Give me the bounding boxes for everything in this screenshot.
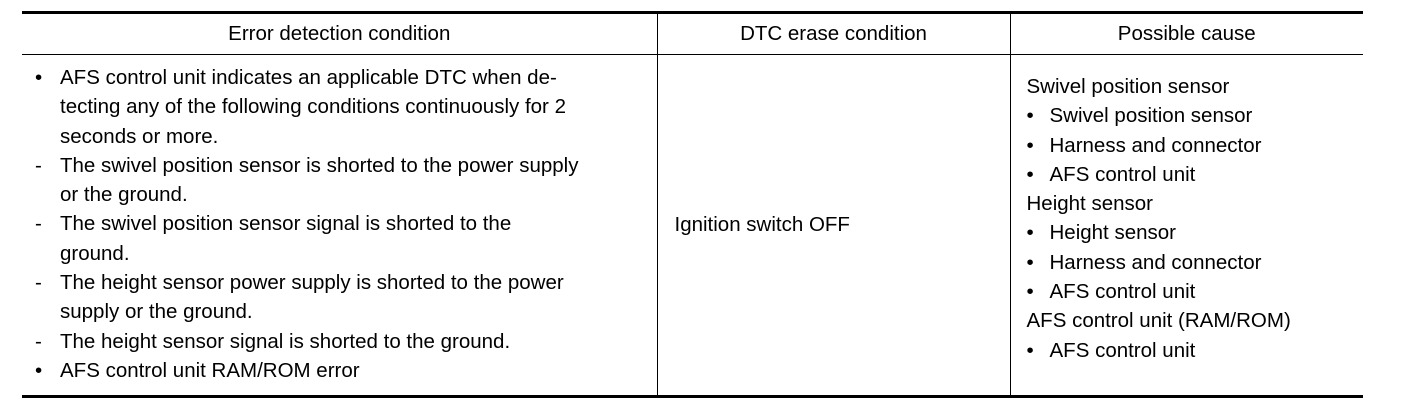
dash-marker: - bbox=[35, 329, 42, 353]
possible-cause-cell: Swivel position sensor • Swivel position … bbox=[1009, 54, 1363, 397]
dash-marker: - bbox=[35, 153, 42, 177]
bullet-marker: • bbox=[1026, 221, 1034, 245]
bullet-marker: • bbox=[1026, 280, 1034, 304]
bullet-marker: • bbox=[1026, 133, 1034, 157]
dash-marker: - bbox=[35, 271, 42, 295]
cause-item-text: Harness and connector bbox=[1049, 133, 1262, 157]
cause-item-text: Swivel position sensor bbox=[1049, 104, 1253, 128]
detection-item-text: The height sensor signal is shorted to t… bbox=[60, 329, 511, 353]
body-row: • AFS control unit indicates an applicab… bbox=[22, 54, 1363, 397]
detection-item-text: The swivel position sensor is shorted to… bbox=[60, 153, 579, 207]
cause-item: • Swivel position sensor bbox=[1027, 101, 1356, 130]
cause-item: • AFS control unit bbox=[1027, 160, 1356, 189]
header-possible-cause: Possible cause bbox=[1009, 12, 1363, 55]
detection-item-text: The swivel position sensor signal is sho… bbox=[60, 212, 512, 265]
dtc-table: Error detection condition DTC erase cond… bbox=[22, 11, 1363, 399]
bullet-marker: • bbox=[1026, 104, 1034, 128]
detection-item-text: The height sensor power supply is shorte… bbox=[60, 271, 564, 324]
bullet-marker: • bbox=[1026, 338, 1034, 362]
detection-item: - The swivel position sensor signal is s… bbox=[35, 209, 649, 268]
header-row: Error detection condition DTC erase cond… bbox=[22, 12, 1363, 55]
detection-item: - The swivel position sensor is shorted … bbox=[35, 151, 649, 210]
cause-item: • AFS control unit bbox=[1027, 277, 1356, 306]
cause-item: • Harness and connector bbox=[1027, 248, 1356, 277]
bullet-marker: • bbox=[1026, 250, 1034, 274]
dtc-erase-condition-cell: Ignition switch OFF bbox=[656, 54, 1010, 397]
cause-item: • AFS control unit bbox=[1027, 336, 1356, 365]
cause-item-text: AFS control unit bbox=[1049, 280, 1196, 304]
cause-item-text: AFS control unit bbox=[1049, 162, 1196, 186]
cause-item-text: Harness and connector bbox=[1049, 250, 1262, 274]
cause-group-title: Height sensor bbox=[1026, 192, 1153, 216]
cause-group-title: AFS control unit (RAM/ROM) bbox=[1026, 309, 1291, 333]
detection-condition-cell: • AFS control unit indicates an applicab… bbox=[22, 55, 657, 397]
bullet-marker: • bbox=[35, 358, 43, 382]
cause-item: • Harness and connector bbox=[1027, 131, 1356, 160]
detection-item-text: AFS control unit indicates an applicable… bbox=[60, 66, 566, 148]
bullet-marker: • bbox=[1026, 162, 1034, 186]
detection-item-text: AFS control unit RAM/ROM error bbox=[60, 358, 360, 382]
cause-group-title: Swivel position sensor bbox=[1026, 75, 1230, 98]
detection-item: - The height sensor signal is shorted to… bbox=[35, 327, 649, 356]
detection-item: - The height sensor power supply is shor… bbox=[35, 268, 649, 327]
detection-item: • AFS control unit indicates an applicab… bbox=[35, 63, 649, 151]
cause-item-text: AFS control unit bbox=[1049, 338, 1196, 362]
header-error-detection-condition: Error detection condition bbox=[22, 12, 657, 55]
detection-item: • AFS control unit RAM/ROM error bbox=[35, 356, 649, 385]
cause-item: • Height sensor bbox=[1027, 218, 1356, 247]
cause-item-text: Height sensor bbox=[1049, 221, 1176, 245]
bullet-marker: • bbox=[35, 66, 43, 89]
dash-marker: - bbox=[35, 212, 42, 236]
header-dtc-erase-condition: DTC erase condition bbox=[656, 12, 1010, 55]
